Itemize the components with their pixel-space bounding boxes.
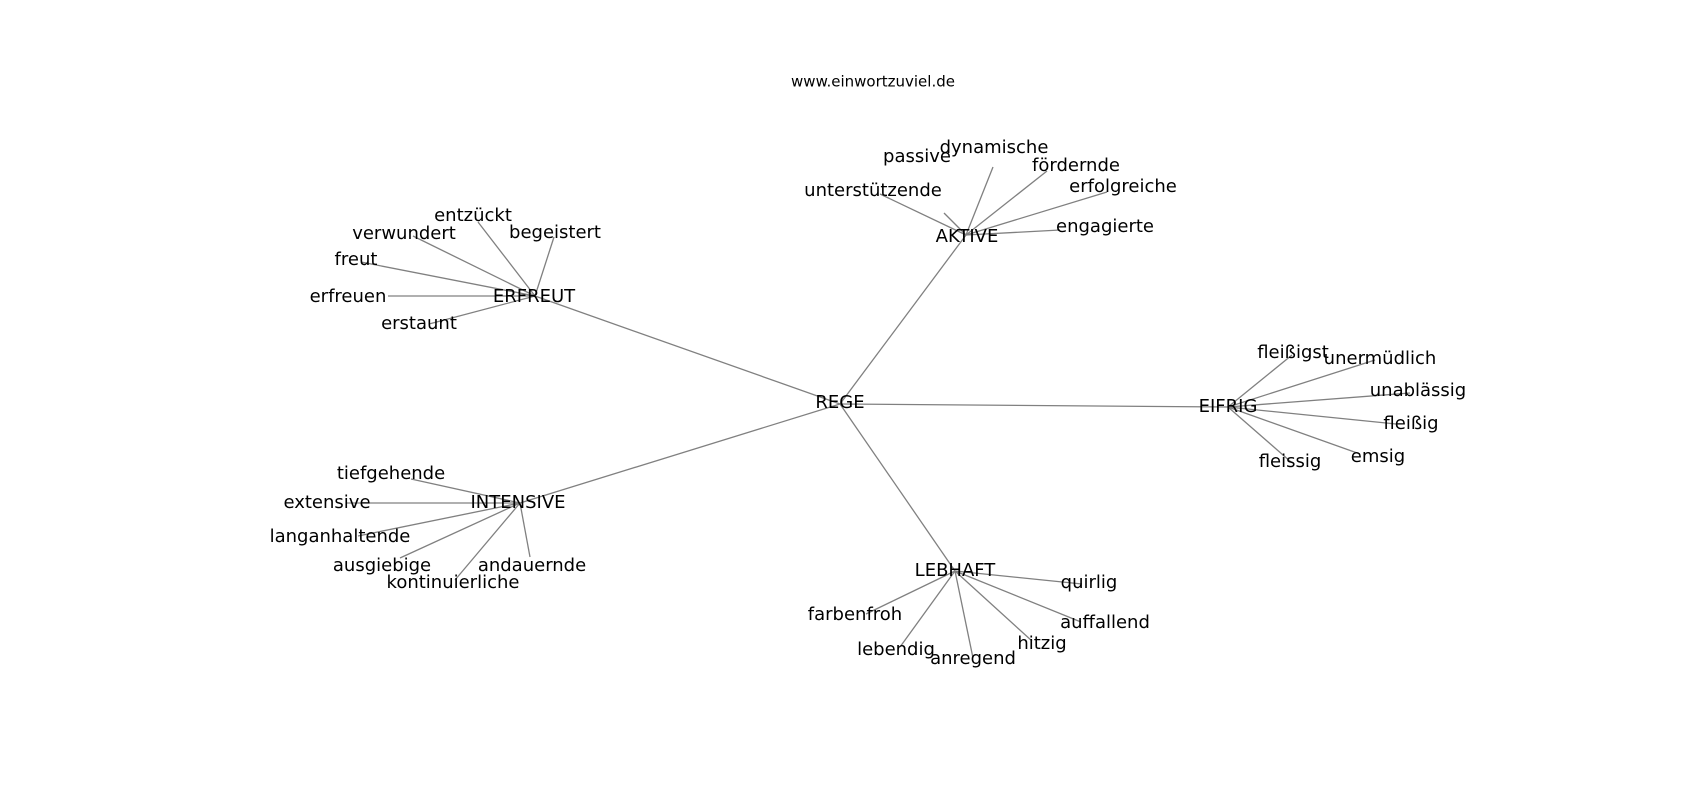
edge-erfreut-verwundert — [412, 235, 536, 297]
leaf-node-anregend: anregend — [930, 648, 1016, 669]
watermark-text: www.einwortzuviel.de — [791, 73, 955, 91]
leaf-node-engagierte: engagierte — [1056, 216, 1154, 237]
leaf-node-auffallend: auffallend — [1060, 612, 1150, 633]
edge-lebhaft-auffallend — [954, 570, 1082, 623]
edge-rege-aktive — [839, 234, 967, 405]
edge-intensive-langanhaltende — [357, 502, 521, 537]
edge-eifrig-fleissigst — [1227, 354, 1293, 408]
hub-node-intensive: INTENSIVE — [470, 492, 565, 513]
leaf-node-verwundert: verwundert — [352, 223, 456, 244]
edge-intensive-tiefgehende — [410, 478, 521, 504]
edge-rege-lebhaft — [839, 403, 956, 572]
edge-eifrig-fleissig — [1227, 406, 1292, 463]
edge-intensive-ausgiebige — [399, 502, 521, 559]
leaf-node-kontinuierliche: kontinuierliche — [387, 572, 520, 593]
leaf-node-erstaunt: erstaunt — [381, 313, 457, 334]
leaf-node-langanhaltende: langanhaltende — [270, 526, 411, 547]
edge-erfreut-freut — [360, 261, 536, 297]
edges-layer — [346, 166, 1411, 659]
edge-erfreut-entzueckt — [477, 221, 536, 297]
leaf-node-freut: freut — [335, 249, 378, 270]
leaf-node-entzueckt: entzückt — [434, 205, 512, 226]
edge-lebhaft-lebendig — [899, 570, 956, 648]
edge-lebhaft-farbenfroh — [865, 570, 956, 615]
leaf-node-passive: passive — [883, 146, 951, 167]
edge-lebhaft-hitzig — [954, 570, 1033, 642]
edge-lebhaft-quirlig — [954, 570, 1083, 585]
leaf-node-dynamische: dynamische — [940, 137, 1049, 158]
edge-aktive-foerdernde — [965, 170, 1048, 236]
leaf-node-unermuedlich: unermüdlich — [1324, 348, 1437, 369]
leaf-node-erfreuen: erfreuen — [310, 286, 387, 307]
edge-aktive-passive — [943, 212, 967, 236]
leaf-node-fleissig: fleissig — [1259, 451, 1322, 472]
edge-eifrig-fleissig — [1227, 406, 1397, 425]
edge-aktive-erfolgreiche — [965, 191, 1108, 236]
edge-intensive-andauernde — [519, 502, 531, 558]
leaf-node-unterstuetzende: unterstützende — [804, 180, 942, 201]
edge-erfreut-begeistert — [534, 236, 555, 297]
edge-rege-erfreut — [534, 295, 841, 405]
leaf-node-begeistert: begeistert — [509, 222, 601, 243]
leaf-node-unablaessig: unablässig — [1370, 380, 1467, 401]
center-node-rege: REGE — [815, 392, 864, 413]
hub-node-aktive: AKTIVE — [936, 226, 999, 247]
edge-aktive-dynamische — [965, 166, 994, 236]
leaf-node-lebendig: lebendig — [857, 639, 935, 660]
leaf-node-quirlig: quirlig — [1061, 572, 1118, 593]
leaf-node-erfolgreiche: erfolgreiche — [1069, 176, 1177, 197]
edge-eifrig-emsig — [1227, 406, 1361, 455]
edge-intensive-kontinuierliche — [454, 502, 521, 581]
edge-rege-eifrig — [839, 403, 1229, 408]
leaf-node-andauernde: andauernde — [478, 555, 586, 576]
leaf-node-ausgiebige: ausgiebige — [333, 555, 431, 576]
leaf-node-hitzig: hitzig — [1017, 633, 1066, 654]
leaf-node-fleissigst: fleißigst — [1257, 342, 1329, 363]
hub-node-erfreut: ERFREUT — [493, 286, 576, 307]
edge-aktive-unterstuetzende — [879, 193, 967, 236]
leaf-node-farbenfroh: farbenfroh — [808, 604, 902, 625]
edge-aktive-engagierte — [965, 229, 1061, 236]
leaf-node-fleissig: fleißig — [1383, 413, 1438, 434]
hub-node-lebhaft: LEBHAFT — [915, 560, 997, 581]
edge-rege-intensive — [519, 403, 841, 504]
edge-erfreut-erstaunt — [428, 295, 536, 325]
edge-eifrig-unermuedlich — [1227, 359, 1376, 408]
edge-lebhaft-anregend — [954, 570, 974, 659]
leaf-node-extensive: extensive — [283, 492, 370, 513]
leaf-node-emsig: emsig — [1351, 446, 1405, 467]
hub-node-eifrig: EIFRIG — [1199, 396, 1258, 417]
edge-eifrig-unablaessig — [1227, 392, 1411, 408]
leaf-node-tiefgehende: tiefgehende — [337, 463, 445, 484]
leaf-node-foerdernde: fördernde — [1032, 155, 1120, 176]
